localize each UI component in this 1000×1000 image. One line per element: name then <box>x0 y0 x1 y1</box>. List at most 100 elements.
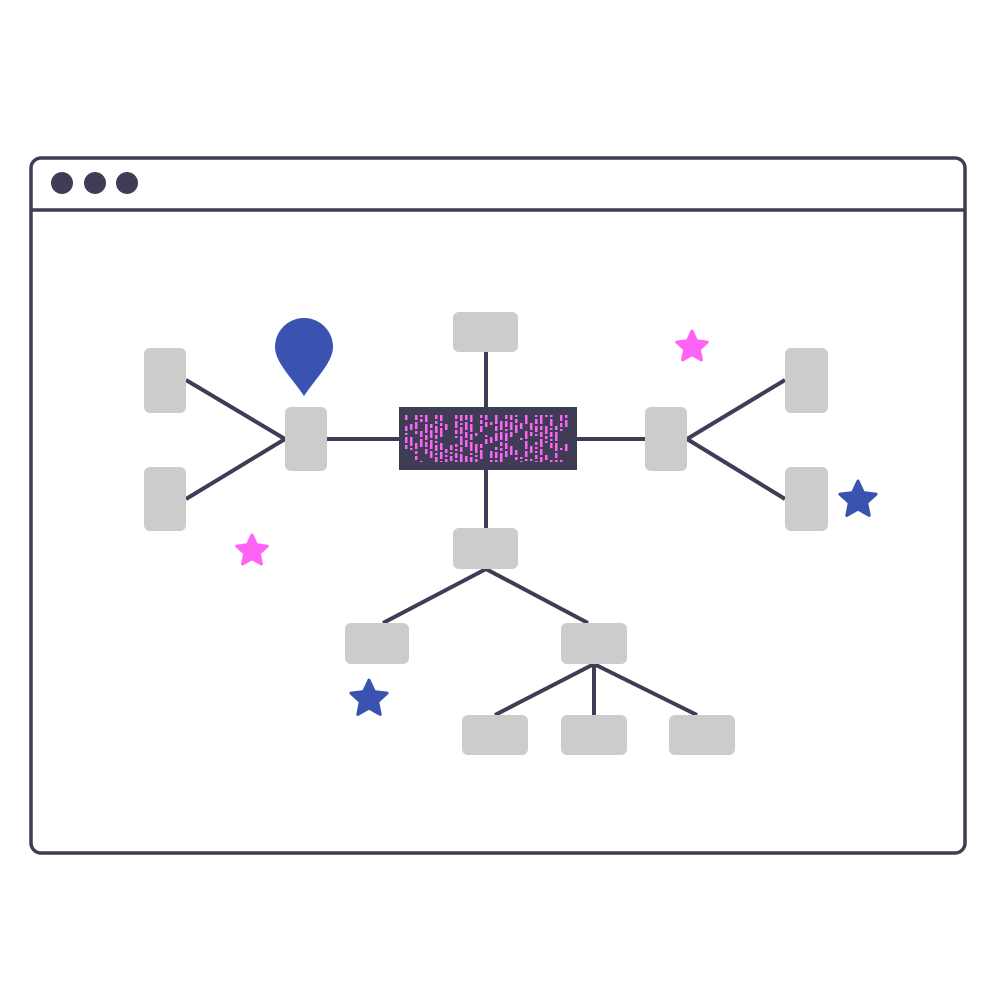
glyph-mark <box>540 415 543 424</box>
glyph-mark <box>555 460 558 462</box>
glyph-mark <box>420 439 423 447</box>
node-bottom-left <box>345 623 409 664</box>
connector-lines <box>184 352 787 717</box>
glyph-mark <box>415 456 418 460</box>
glyph-mark <box>485 422 488 427</box>
glyph-mark <box>455 444 458 447</box>
node-bottom-right <box>561 623 627 664</box>
glyph-mark <box>535 426 538 432</box>
glyph-mark <box>545 415 548 417</box>
glyph-mark <box>445 424 448 430</box>
glyph-mark <box>550 443 553 448</box>
glyph-mark <box>470 415 473 422</box>
glyph-mark <box>500 421 503 430</box>
glyph-mark <box>545 441 548 443</box>
glyph-mark <box>420 415 423 417</box>
glyph-mark <box>505 451 508 457</box>
glyph-mark <box>465 440 468 447</box>
glyph-mark <box>485 435 488 437</box>
glyph-mark <box>465 456 468 462</box>
glyph-mark <box>565 415 568 418</box>
glyph-mark <box>480 450 483 459</box>
glyph-mark <box>540 432 543 437</box>
glyph-mark <box>460 454 463 462</box>
connector <box>685 437 787 501</box>
glyph-mark <box>510 415 513 420</box>
glyph-mark <box>530 459 533 461</box>
glyph-mark <box>555 453 558 458</box>
connector <box>184 437 287 501</box>
glyph-mark <box>530 432 533 436</box>
glyph-mark <box>535 419 538 424</box>
glyph-mark <box>455 449 458 451</box>
glyph-mark <box>480 426 483 432</box>
glyph-mark <box>520 438 523 440</box>
glyph-mark <box>520 423 523 429</box>
glyph-mark <box>490 422 493 425</box>
glyph-mark <box>515 425 518 433</box>
glyph-mark <box>495 426 498 431</box>
glyph-mark <box>495 415 498 424</box>
glyph-mark <box>425 415 428 422</box>
glyph-mark <box>500 442 503 446</box>
glyph-mark <box>505 421 508 427</box>
glyph-mark <box>535 415 538 417</box>
glyph-mark <box>540 457 543 462</box>
glyph-mark <box>415 451 418 454</box>
glyph-mark <box>455 453 458 458</box>
connector <box>184 378 287 441</box>
glyph-mark <box>435 415 438 419</box>
glyph-mark <box>525 415 528 424</box>
glyph-mark <box>440 443 443 450</box>
glyph-mark <box>565 444 568 451</box>
center-node-glyphs <box>405 415 568 462</box>
glyph-mark <box>405 415 408 420</box>
browser-window <box>29 156 967 855</box>
glyph-mark <box>415 431 418 434</box>
glyph-mark <box>540 426 543 430</box>
glyph-mark <box>475 455 478 457</box>
glyph-mark <box>430 424 433 428</box>
glyph-mark <box>510 422 513 430</box>
glyph-mark <box>545 436 548 439</box>
glyph-mark <box>460 415 463 421</box>
glyph-mark <box>510 446 513 455</box>
glyph-mark <box>470 424 473 432</box>
glyph-mark <box>415 422 418 429</box>
node-right-top <box>785 348 828 413</box>
glyph-mark <box>405 445 408 449</box>
node-left-hub <box>285 407 327 471</box>
glyph-mark <box>460 423 463 425</box>
glyph-mark <box>535 434 538 436</box>
glyph-mark <box>465 422 468 430</box>
glyph-mark <box>440 452 443 459</box>
glyph-mark <box>515 415 518 417</box>
glyph-mark <box>470 434 473 440</box>
glyph-mark <box>435 421 438 424</box>
glyph-mark <box>410 448 413 450</box>
glyph-mark <box>425 424 428 433</box>
glyph-mark <box>505 443 508 449</box>
glyph-mark <box>480 444 483 448</box>
glyph-mark <box>495 447 498 450</box>
connector <box>494 662 595 717</box>
glyph-mark <box>525 459 528 461</box>
glyph-mark <box>480 420 483 424</box>
glyph-mark <box>550 419 553 426</box>
glyph-mark <box>475 459 478 462</box>
glyph-mark <box>480 415 483 418</box>
glyph-mark <box>435 435 438 439</box>
glyph-mark <box>525 441 528 449</box>
glyph-mark <box>555 443 558 451</box>
glyph-mark <box>520 461 523 462</box>
glyph-mark <box>450 445 453 450</box>
node-leaf-1 <box>462 715 528 755</box>
glyph-mark <box>455 436 458 438</box>
glyph-mark <box>435 453 438 455</box>
glyph-mark <box>550 432 553 437</box>
glyph-mark <box>435 441 438 443</box>
connector <box>382 567 487 625</box>
node-left-bottom <box>144 467 186 531</box>
glyph-mark <box>560 460 563 462</box>
window-dot-icon <box>116 172 138 194</box>
